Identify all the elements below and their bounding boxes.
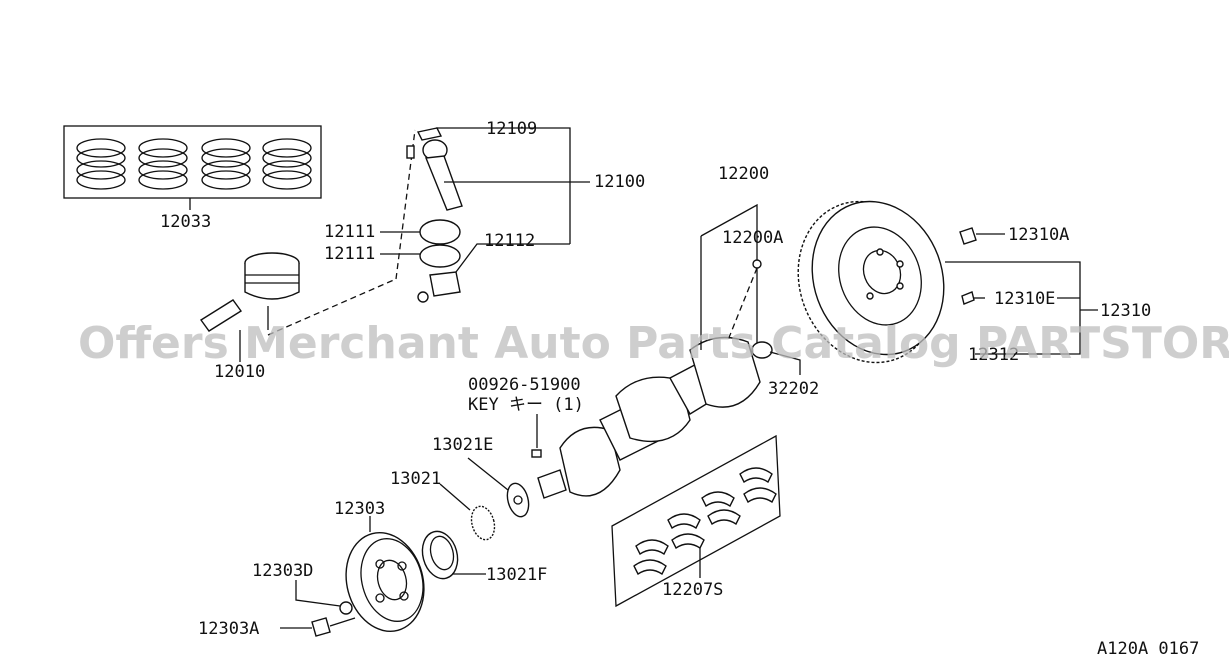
connecting-rod[interactable]: [406, 127, 463, 303]
label-12312: 12312: [968, 345, 1019, 365]
label-12303: 12303: [334, 499, 385, 519]
label-12112: 12112: [484, 231, 535, 251]
label-13021F: 13021F: [486, 565, 547, 585]
label-32202: 32202: [768, 379, 819, 399]
label-13021E: 13021E: [432, 435, 493, 455]
label-12303D: 12303D: [252, 561, 313, 581]
label-12303A: 12303A: [198, 619, 259, 639]
label-12310A: 12310A: [1008, 225, 1069, 245]
label-key-desc: KEY キー (1): [468, 395, 584, 415]
label-12010: 12010: [214, 362, 265, 382]
label-key-part: 00926-51900: [468, 375, 581, 395]
woodruff-key[interactable]: [531, 449, 542, 458]
crank-pulley[interactable]: [335, 524, 434, 640]
flywheel[interactable]: [776, 182, 965, 383]
crank-sprocket-group[interactable]: [417, 481, 532, 583]
figure-code: A120A 0167: [1097, 639, 1199, 659]
label-12033: 12033: [160, 212, 211, 232]
main-bearing-set[interactable]: [611, 434, 781, 608]
label-12100: 12100: [594, 172, 645, 192]
label-12111-upper: 12111: [324, 222, 375, 242]
label-12207S: 12207S: [662, 580, 723, 600]
flywheel-bolt-e[interactable]: [961, 291, 975, 305]
flywheel-bolt[interactable]: [959, 227, 977, 245]
label-12310E: 12310E: [994, 289, 1055, 309]
label-12111-lower: 12111: [324, 244, 375, 264]
crankshaft[interactable]: [537, 336, 773, 499]
label-12200: 12200: [718, 164, 769, 184]
watermark: Offers Merchant Auto Parts Catalog PARTS…: [78, 318, 1229, 369]
label-12200A: 12200A: [722, 228, 783, 248]
pulley-washer[interactable]: [339, 601, 353, 615]
piston-assembly[interactable]: [199, 252, 300, 362]
pulley-bolt[interactable]: [311, 617, 331, 637]
label-12109: 12109: [486, 119, 537, 139]
label-13021: 13021: [390, 469, 441, 489]
label-12310: 12310: [1100, 301, 1151, 321]
piston-ring-set[interactable]: [63, 125, 322, 210]
